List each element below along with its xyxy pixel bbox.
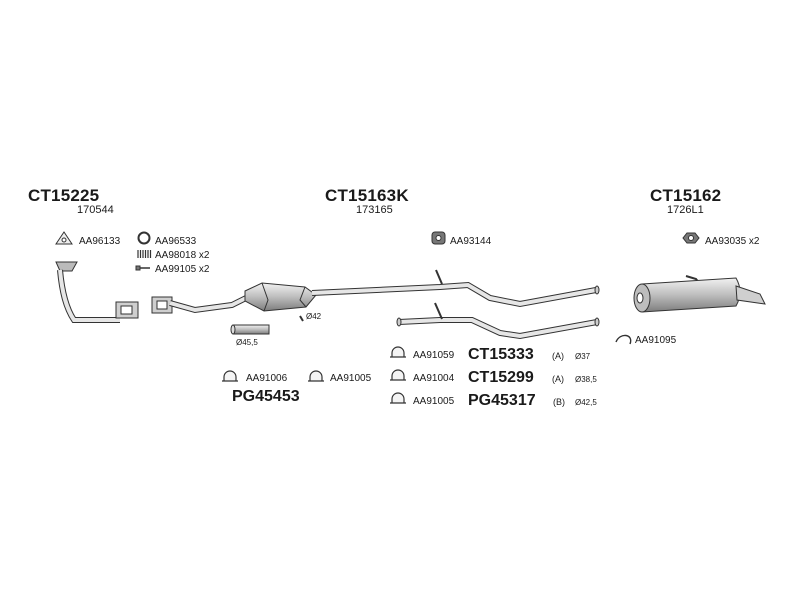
label-rear-mount: AA93035 x2 [705, 236, 760, 247]
pipe-pg45453: PG45453 [232, 388, 300, 405]
rubber-mount-icon [431, 231, 446, 245]
spring-icon [137, 250, 152, 258]
label-rear-clamp: AA91095 [635, 335, 677, 346]
diameter-45-5: Ø45,5 [236, 338, 258, 347]
pipe-pg45317: PG45317 [468, 392, 536, 409]
group-rear-code: CT15162 [650, 186, 722, 205]
triangle-gasket-icon [55, 231, 73, 245]
group-middle-code: CT15163K [325, 186, 409, 205]
diameter-42-5: Ø42,5 [575, 398, 597, 407]
label-gasket-front: AA96133 [79, 236, 121, 247]
label-clamp-left-1: AA91006 [246, 373, 288, 384]
variant-a-2: (A) [552, 374, 564, 384]
group-middle-number: 173165 [356, 204, 393, 216]
diameter-42: Ø42 [306, 312, 322, 321]
diameter-37: Ø37 [575, 352, 591, 361]
pipe-ct15333: CT15333 [468, 346, 534, 363]
group-rear-number: 1726L1 [667, 204, 704, 216]
variant-a-1: (A) [552, 351, 564, 361]
clamp-icon [222, 346, 406, 404]
rear-clamp-icon [615, 334, 632, 345]
ring-icon [137, 231, 151, 245]
front-downpipe [55, 261, 139, 323]
connecting-pipe [230, 315, 304, 335]
label-spring-set: AA98018 x2 [155, 250, 210, 261]
label-rubber-mount: AA93144 [450, 236, 492, 247]
variant-b: (B) [553, 397, 565, 407]
rear-mount-icon [682, 232, 700, 244]
rear-muffler [633, 275, 766, 313]
label-clamp-c: AA91005 [413, 396, 455, 407]
label-clamp-b: AA91004 [413, 373, 455, 384]
label-ring-front: AA96533 [155, 236, 197, 247]
intermediate-pipe [396, 302, 600, 340]
group-front-code: CT15225 [28, 186, 100, 205]
label-clamp-a: AA91059 [413, 350, 455, 361]
label-bolt-set: AA99105 x2 [155, 264, 210, 275]
catalytic-converter-section [151, 269, 600, 314]
label-clamp-left-2: AA91005 [330, 373, 372, 384]
group-front-number: 170544 [77, 204, 114, 216]
diameter-38-5: Ø38,5 [575, 375, 597, 384]
bolt-icon [135, 265, 150, 271]
pipe-ct15299: CT15299 [468, 369, 534, 386]
